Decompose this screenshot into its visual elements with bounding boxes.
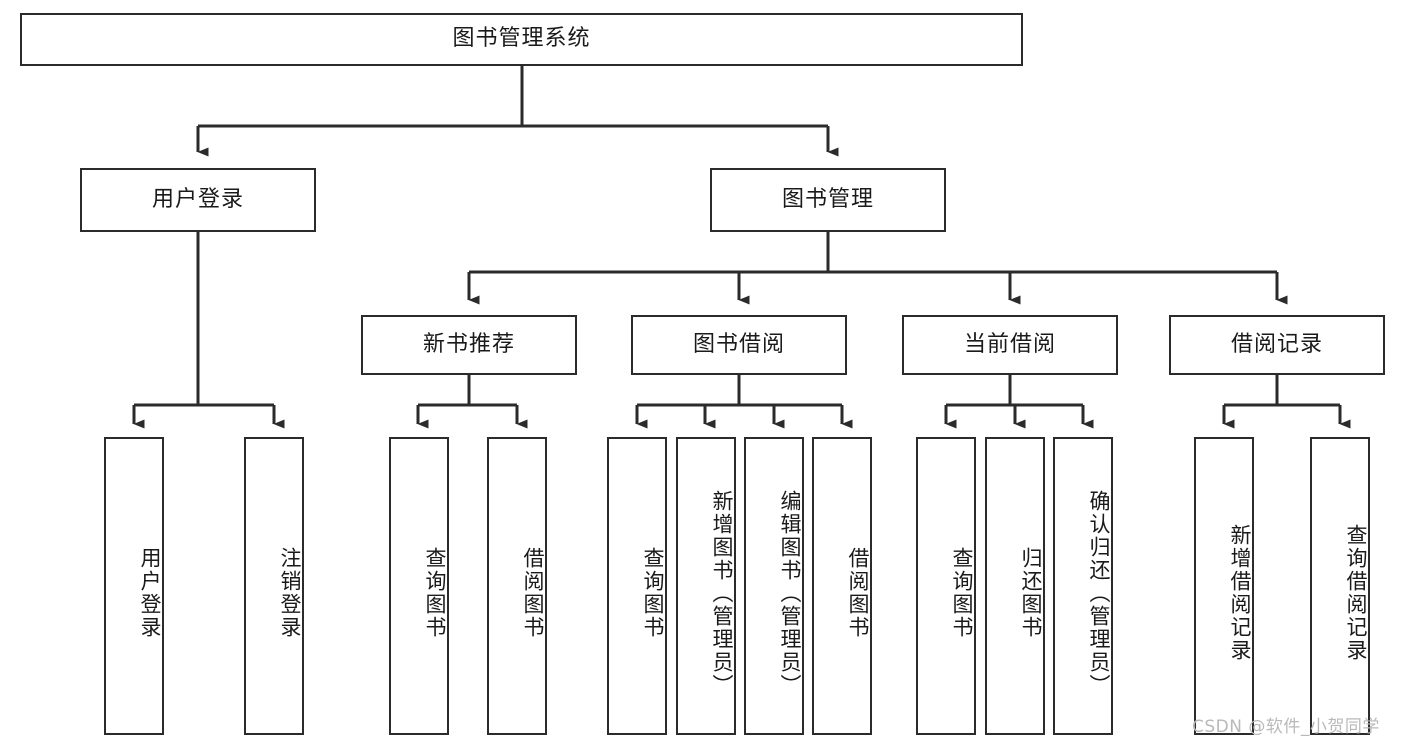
node-borrow-record[interactable]: 借阅记录 bbox=[1169, 315, 1385, 375]
leaf-logout-login[interactable]: 注销登录 bbox=[244, 437, 304, 735]
node-user-login[interactable]: 用户登录 bbox=[80, 168, 316, 232]
leaf-query-borrow-record[interactable]: 查询借阅记录 bbox=[1310, 437, 1370, 735]
leaf-confirm-return-admin[interactable]: 确认归还（管理员） bbox=[1053, 437, 1113, 735]
leaf-query-book-borrow[interactable]: 查询图书 bbox=[607, 437, 667, 735]
node-new-book-rec[interactable]: 新书推荐 bbox=[361, 315, 577, 375]
leaf-edit-book-admin[interactable]: 编辑图书（管理员） bbox=[744, 437, 804, 735]
leaf-borrow-book-borrow[interactable]: 借阅图书 bbox=[812, 437, 872, 735]
leaf-borrow-book-new-rec[interactable]: 借阅图书 bbox=[487, 437, 547, 735]
csdn-watermark: CSDN @软件_小贺同学 bbox=[1192, 717, 1380, 737]
leaf-query-book-current[interactable]: 查询图书 bbox=[916, 437, 976, 735]
node-root[interactable]: 图书管理系统 bbox=[20, 13, 1023, 66]
leaf-add-borrow-record[interactable]: 新增借阅记录 bbox=[1194, 437, 1254, 735]
node-book-borrow[interactable]: 图书借阅 bbox=[631, 315, 847, 375]
leaf-user-login[interactable]: 用户登录 bbox=[104, 437, 164, 735]
leaf-return-book[interactable]: 归还图书 bbox=[985, 437, 1045, 735]
leaf-add-book-admin[interactable]: 新增图书（管理员） bbox=[676, 437, 736, 735]
node-current-borrow[interactable]: 当前借阅 bbox=[902, 315, 1118, 375]
leaf-query-book-new-rec[interactable]: 查询图书 bbox=[389, 437, 449, 735]
node-book-manage[interactable]: 图书管理 bbox=[710, 168, 946, 232]
